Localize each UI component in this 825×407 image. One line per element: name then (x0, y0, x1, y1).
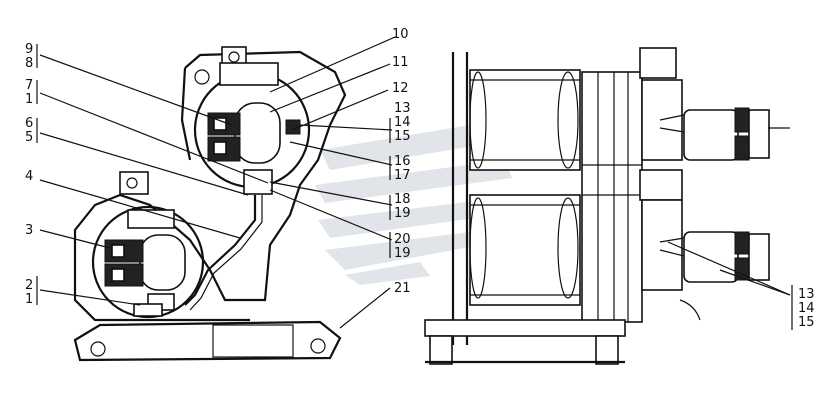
upper-drum-core (234, 102, 281, 164)
lower-drum-housing (91, 205, 205, 319)
front-base (424, 319, 626, 337)
label-13: 13 (394, 101, 411, 116)
label-8: 8 (25, 56, 33, 71)
label-11: 11 (392, 55, 409, 70)
callout-numbers: 9 8 7 1 6 5 4 3 2 1 10 11 12 13 14 15 16… (25, 27, 815, 330)
label-15: 15 (394, 129, 411, 144)
lower-drum-core (139, 234, 186, 291)
label-6: 6 (25, 116, 33, 131)
watermark-logo (315, 120, 512, 285)
label-9: 9 (25, 42, 33, 57)
lower-lifting-lug (119, 171, 149, 195)
label-5: 5 (25, 130, 33, 145)
label-20: 20 (394, 232, 411, 247)
label-4: 4 (25, 169, 33, 184)
left-side-view (73, 46, 347, 362)
label-3: 3 (25, 223, 33, 238)
upper-connector-block (639, 47, 677, 79)
label-16: 16 (394, 154, 411, 169)
label-10: 10 (392, 27, 409, 42)
label-12: 12 (392, 81, 409, 96)
label-19: 19 (394, 206, 411, 221)
label-15b: 15 (798, 315, 815, 330)
label-7: 7 (25, 78, 33, 93)
label-21: 21 (394, 281, 411, 296)
base-plate (73, 320, 342, 362)
cable-conduit (184, 195, 257, 306)
label-19b: 19 (394, 246, 411, 261)
upper-terminal-box (243, 169, 273, 195)
leader-lines (36, 36, 793, 330)
upper-motor (683, 109, 739, 161)
label-14: 14 (394, 115, 411, 130)
main-frame (73, 50, 347, 322)
label-18: 18 (394, 192, 411, 207)
lower-connector-block (639, 169, 683, 201)
upper-reel (469, 69, 581, 171)
label-13b: 13 (798, 287, 815, 302)
front-view (424, 47, 770, 365)
label-1: 1 (25, 92, 33, 107)
label-1b: 1 (25, 292, 33, 307)
label-17: 17 (394, 168, 411, 183)
slip-ring-housing (581, 71, 643, 323)
lower-motor (683, 231, 739, 283)
label-14b: 14 (798, 301, 815, 316)
label-2: 2 (25, 278, 33, 293)
